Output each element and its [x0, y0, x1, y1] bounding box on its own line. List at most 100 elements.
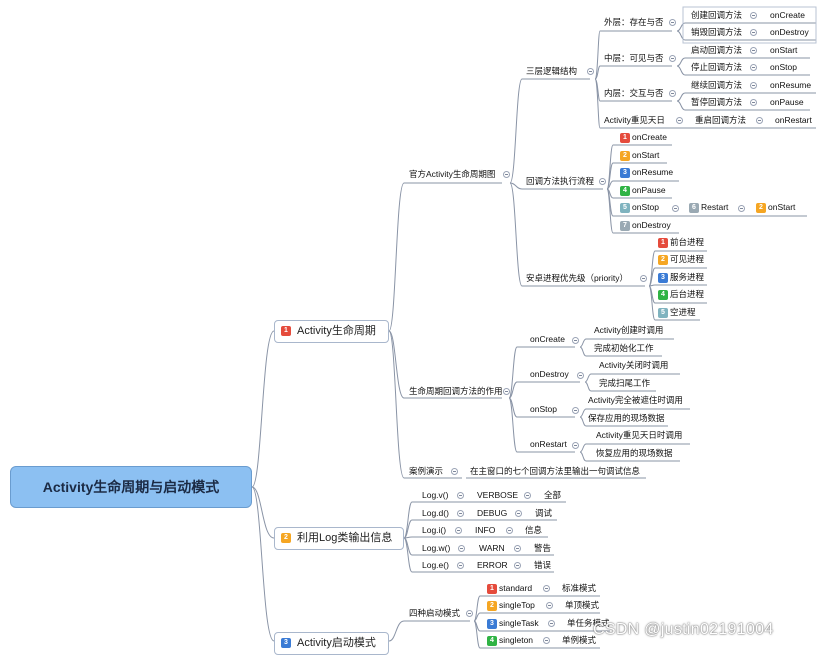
node-inner-layer[interactable]: 内层：交互与否	[604, 88, 664, 98]
node-inner-a[interactable]: 继续回调方法	[691, 80, 743, 90]
node-outer-a[interactable]: 创建回调方法	[691, 10, 743, 20]
collapse-icon[interactable]	[524, 492, 531, 499]
callback-desc[interactable]: 完成初始化工作	[594, 343, 654, 353]
log-desc[interactable]: 全部	[544, 490, 562, 500]
collapse-icon[interactable]	[669, 90, 676, 97]
log-desc[interactable]: 信息	[525, 525, 543, 535]
collapse-icon[interactable]	[572, 337, 579, 344]
topic-lifecycle[interactable]: 1 Activity生命周期	[274, 320, 389, 343]
node-middle-b[interactable]: 停止回调方法	[691, 62, 743, 72]
node-revisible[interactable]: Activity重见天日	[604, 115, 665, 125]
callback-desc[interactable]: 完成扫尾工作	[599, 378, 651, 388]
node-callbacks-role[interactable]: 生命周期回调方法的作用	[409, 386, 503, 396]
priority-item[interactable]: 可见进程	[670, 254, 705, 264]
node-three-layer[interactable]: 三层逻辑结构	[526, 66, 578, 76]
collapse-icon[interactable]	[514, 545, 521, 552]
callback-desc[interactable]: Activity重见天日时调用	[596, 430, 683, 440]
callback-name[interactable]: onStop	[530, 404, 557, 414]
collapse-icon[interactable]	[546, 602, 553, 609]
priority-item[interactable]: 空进程	[670, 307, 696, 317]
collapse-icon[interactable]	[750, 12, 757, 19]
collapse-icon[interactable]	[640, 275, 647, 282]
callback-desc[interactable]: 保存应用的现场数据	[588, 413, 665, 423]
node-outer-layer[interactable]: 外层：存在与否	[604, 17, 664, 27]
collapse-icon[interactable]	[466, 610, 473, 617]
node-middle-layer[interactable]: 中层：可见与否	[604, 53, 664, 63]
collapse-icon[interactable]	[457, 492, 464, 499]
node-official-diagram[interactable]: 官方Activity生命周期图	[409, 169, 496, 179]
topic-log[interactable]: 2 利用Log类输出信息	[274, 527, 404, 550]
collapse-icon[interactable]	[457, 562, 464, 569]
flow-item[interactable]: onStop	[632, 202, 659, 212]
collapse-icon[interactable]	[672, 205, 679, 212]
topic-launch-mode[interactable]: 3 Activity启动模式	[274, 632, 389, 655]
collapse-icon[interactable]	[543, 585, 550, 592]
collapse-icon[interactable]	[458, 545, 465, 552]
node-four-modes[interactable]: 四种启动模式	[409, 608, 461, 618]
callback-desc[interactable]: 恢复应用的现场数据	[596, 448, 673, 458]
node-outer-a2[interactable]: onCreate	[770, 10, 805, 20]
node-inner-b[interactable]: 暂停回调方法	[691, 97, 743, 107]
launch-mode[interactable]: singleton	[499, 635, 534, 645]
log-fn[interactable]: Log.w()	[422, 543, 451, 553]
callback-desc[interactable]: Activity创建时调用	[594, 325, 664, 335]
node-revisible-a2[interactable]: onRestart	[775, 115, 812, 125]
collapse-icon[interactable]	[669, 55, 676, 62]
launch-mode-desc[interactable]: 单顶模式	[565, 600, 600, 610]
priority-item[interactable]: 后台进程	[670, 289, 705, 299]
flow-item[interactable]: onPause	[632, 185, 666, 195]
collapse-icon[interactable]	[577, 372, 584, 379]
node-outer-b[interactable]: 销毁回调方法	[691, 27, 743, 37]
node-middle-a[interactable]: 启动回调方法	[691, 45, 743, 55]
collapse-icon[interactable]	[599, 178, 606, 185]
log-fn[interactable]: Log.e()	[422, 560, 449, 570]
collapse-icon[interactable]	[750, 64, 757, 71]
flow-item[interactable]: onDestroy	[632, 220, 671, 230]
collapse-icon[interactable]	[514, 562, 521, 569]
log-level[interactable]: INFO	[475, 525, 496, 535]
node-middle-b2[interactable]: onStop	[770, 62, 797, 72]
collapse-icon[interactable]	[669, 19, 676, 26]
collapse-icon[interactable]	[543, 637, 550, 644]
log-desc[interactable]: 警告	[534, 543, 552, 553]
collapse-icon[interactable]	[738, 205, 745, 212]
collapse-icon[interactable]	[750, 99, 757, 106]
callback-desc[interactable]: Activity关闭时调用	[599, 360, 669, 370]
callback-name[interactable]: onRestart	[530, 439, 567, 449]
flow-after[interactable]: onStart	[768, 202, 796, 212]
launch-mode[interactable]: singleTask	[499, 618, 539, 628]
launch-mode-desc[interactable]: 单任务模式	[567, 618, 610, 628]
flow-item[interactable]: onStart	[632, 150, 660, 160]
collapse-icon[interactable]	[455, 527, 462, 534]
node-middle-a2[interactable]: onStart	[770, 45, 798, 55]
log-fn[interactable]: Log.v()	[422, 490, 449, 500]
launch-mode-desc[interactable]: 单例模式	[562, 635, 597, 645]
flow-item[interactable]: onCreate	[632, 132, 667, 142]
node-revisible-a[interactable]: 重启回调方法	[695, 115, 747, 125]
collapse-icon[interactable]	[676, 117, 683, 124]
priority-item[interactable]: 服务进程	[670, 272, 705, 282]
flow-item[interactable]: onResume	[632, 167, 674, 177]
demo-text[interactable]: 在主窗口的七个回调方法里输出一句调试信息	[470, 466, 641, 476]
collapse-icon[interactable]	[457, 510, 464, 517]
collapse-icon[interactable]	[515, 510, 522, 517]
launch-mode-desc[interactable]: 标准模式	[562, 583, 597, 593]
collapse-icon[interactable]	[756, 117, 763, 124]
node-outer-b2[interactable]: onDestroy	[770, 27, 809, 37]
collapse-icon[interactable]	[750, 29, 757, 36]
callback-desc[interactable]: Activity完全被遮住时调用	[588, 395, 683, 405]
collapse-icon[interactable]	[750, 82, 757, 89]
priority-item[interactable]: 前台进程	[670, 237, 705, 247]
collapse-icon[interactable]	[572, 407, 579, 414]
node-callback-flow[interactable]: 回调方法执行流程	[526, 176, 595, 186]
collapse-icon[interactable]	[506, 527, 513, 534]
node-inner-a2[interactable]: onResume	[770, 80, 812, 90]
log-level[interactable]: VERBOSE	[477, 490, 519, 500]
launch-mode[interactable]: singleTop	[499, 600, 535, 610]
callback-name[interactable]: onCreate	[530, 334, 565, 344]
root-topic[interactable]: Activity生命周期与启动模式	[10, 466, 252, 508]
log-desc[interactable]: 调试	[535, 508, 553, 518]
log-fn[interactable]: Log.d()	[422, 508, 449, 518]
log-fn[interactable]: Log.i()	[422, 525, 447, 535]
collapse-icon[interactable]	[451, 468, 458, 475]
